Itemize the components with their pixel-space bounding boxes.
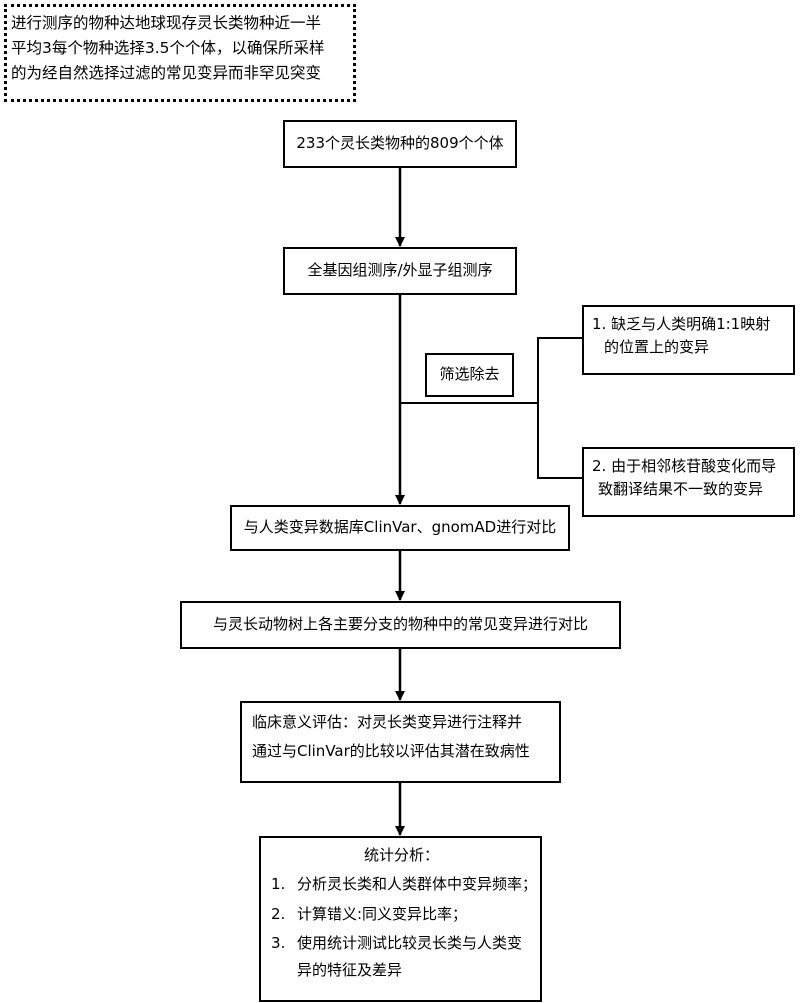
step-sequencing: 全基因组测序/外显子组测序	[283, 247, 517, 295]
filter-label: 筛选除去	[439, 365, 500, 384]
step-sampling-label: 233个灵长类物种的809个个体	[296, 134, 504, 153]
filter-criterion-1: 1. 缺乏与人类明确1:1映射 的位置上的变异	[582, 305, 795, 375]
stats-item: 1. 分析灵长类和人类群体中变异频率；	[271, 873, 537, 896]
note-line: 平均3每个物种选择3.5个个体，以确保所采样	[11, 38, 325, 57]
step-compare-human-db: 与人类变异数据库ClinVar、gnomAD进行对比	[230, 505, 570, 551]
step-compare-human-db-label: 与人类变异数据库ClinVar、gnomAD进行对比	[243, 518, 557, 537]
step-clinical-assessment: 临床意义评估：对灵长类变异进行注释并 通过与ClinVar的比较以评估其潜在致病…	[240, 701, 561, 783]
filter-branch-line	[400, 337, 582, 404]
filter-criterion-2-line: 2. 由于相邻核苷酸变化而导	[592, 457, 777, 475]
stats-item-continuation: 异的特征及差异	[297, 961, 403, 979]
note-line: 的为经自然选择过滤的常见变异而非罕见突变	[11, 63, 322, 82]
filter-criterion-1-line: 1. 缺乏与人类明确1:1映射	[592, 315, 771, 333]
stats-item: 2. 计算错义:同义变异比率；	[271, 903, 532, 926]
stats-analysis: 统计分析： 1. 分析灵长类和人类群体中变异频率； 2. 计算错义:同义变异比率…	[259, 836, 542, 1002]
step-compare-primate-tree: 与灵长动物树上各主要分支的物种中的常见变异进行对比	[180, 601, 621, 649]
step-compare-primate-tree-label: 与灵长动物树上各主要分支的物种中的常见变异进行对比	[212, 615, 588, 634]
stats-item-number: 1.	[271, 875, 286, 894]
stats-item-text: 使用统计测试比较灵长类与人类变	[297, 933, 523, 952]
clinical-assessment-line: 通过与ClinVar的比较以评估其潜在致病性	[252, 742, 530, 761]
stats-item-text: 分析灵长类和人类群体中变异频率；	[297, 875, 538, 894]
note-line: 进行测序的物种达地球现存灵长类物种近一半	[11, 14, 322, 32]
stats-item: 3. 使用统计测试比较灵长类与人类变	[271, 932, 532, 955]
sampling-note: 进行测序的物种达地球现存灵长类物种近一半 平均3每个物种选择3.5个个体，以确保…	[4, 4, 356, 102]
step-sequencing-label: 全基因组测序/外显子组测序	[307, 261, 493, 280]
stats-title: 统计分析：	[363, 846, 439, 864]
filter-label-box: 筛选除去	[425, 353, 514, 397]
step-sampling: 233个灵长类物种的809个个体	[283, 120, 517, 168]
filter-criterion-1-line: 的位置上的变异	[604, 338, 710, 357]
filter-criterion-2-line: 致翻译结果不一致的变异	[598, 480, 764, 499]
filter-branch-line-2	[537, 403, 582, 479]
filter-criterion-2: 2. 由于相邻核苷酸变化而导 致翻译结果不一致的变异	[582, 447, 795, 517]
clinical-assessment-line: 临床意义评估：对灵长类变异进行注释并	[252, 713, 523, 731]
stats-item-number: 3.	[271, 933, 286, 952]
stats-item-number: 2.	[271, 904, 286, 923]
stats-item-text: 计算错义:同义变异比率；	[297, 904, 468, 923]
